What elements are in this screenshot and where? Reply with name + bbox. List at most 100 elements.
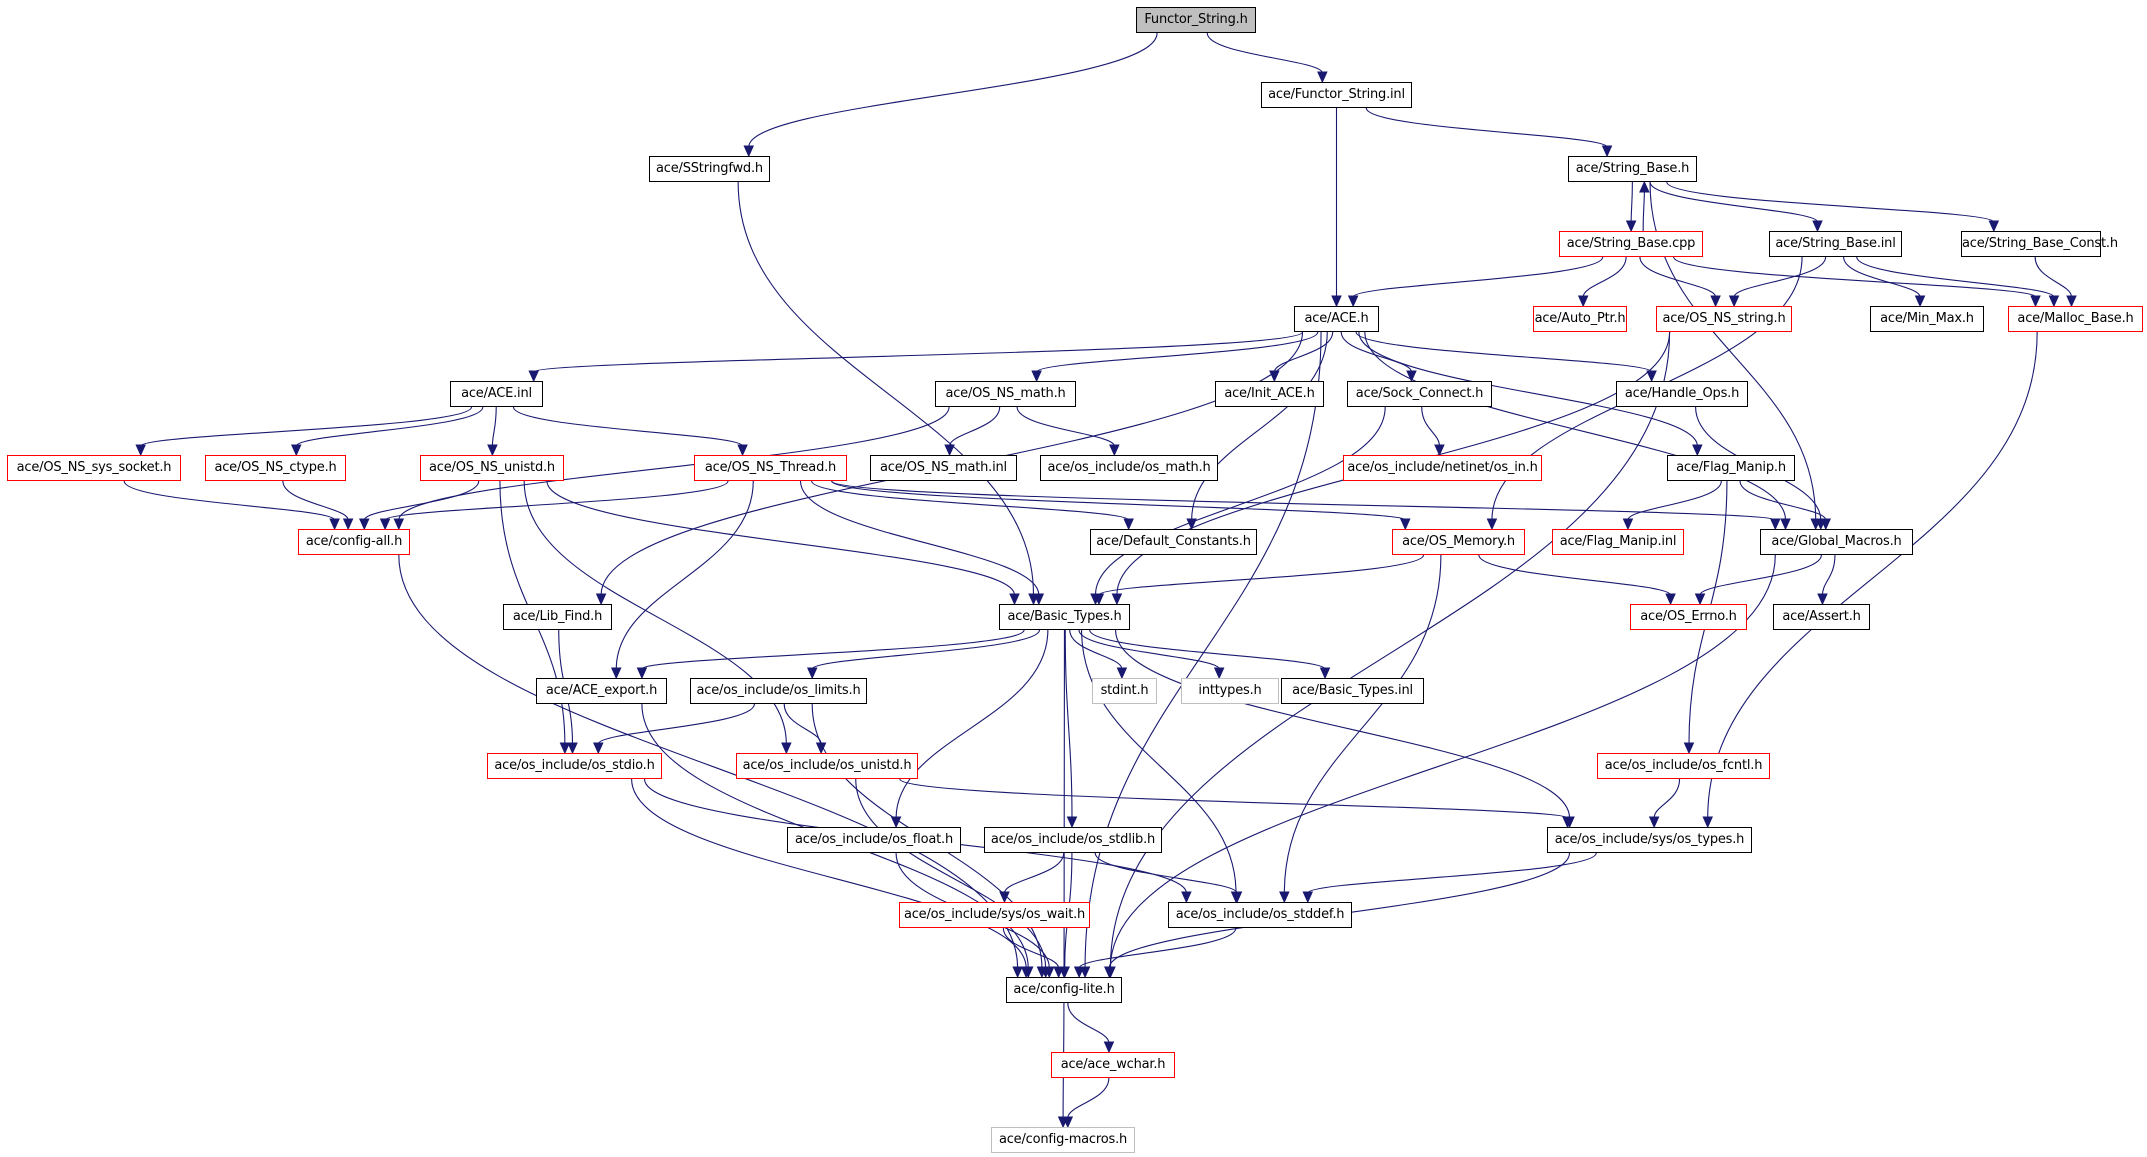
edge-n21-n32 [799, 480, 1040, 596]
node-os-include-os-stdlib-h[interactable]: ace/os_include/os_stdlib.h [984, 827, 1162, 853]
node-os-ns-unistd-h[interactable]: ace/OS_NS_unistd.h [420, 455, 564, 481]
arrowhead-icon [1601, 145, 1613, 158]
node-os-include-os-float-h[interactable]: ace/os_include/os_float.h [787, 827, 961, 853]
node-os-ns-math-h[interactable]: ace/OS_NS_math.h [935, 381, 1076, 407]
edge-n32-n39 [1089, 629, 1326, 670]
node-os-ns-string-h[interactable]: ace/OS_NS_string.h [1656, 306, 1792, 332]
node-string-base-h[interactable]: ace/String_Base.h [1568, 156, 1697, 182]
edge-n6-n11 [1843, 256, 1921, 298]
node-functor-string-h: Functor_String.h [1136, 7, 1256, 33]
node-os-errno-h[interactable]: ace/OS_Errno.h [1630, 604, 1747, 630]
node-os-memory-h[interactable]: ace/OS_Memory.h [1392, 529, 1525, 555]
node-os-include-netinet-os-in-h[interactable]: ace/os_include/netinet/os_in.h [1343, 455, 1542, 481]
node-os-include-os-limits-h[interactable]: ace/os_include/os_limits.h [690, 678, 867, 704]
edge-n5-n9 [1582, 256, 1627, 298]
node-config-lite-h[interactable]: ace/config-lite.h [1006, 977, 1122, 1003]
node-stdint-h: stdint.h [1092, 678, 1157, 704]
edge-n18-n26 [123, 480, 336, 521]
node-os-ns-math-inl[interactable]: ace/OS_NS_math.inl [870, 455, 1017, 481]
node-os-include-os-fcntl-h[interactable]: ace/os_include/os_fcntl.h [1597, 753, 1770, 779]
node-string-base-const-h[interactable]: ace/String_Base_Const.h [1961, 231, 2118, 257]
node-ace-h[interactable]: ace/ACE.h [1294, 306, 1379, 332]
arrowhead-icon [1710, 295, 1721, 308]
edge-n26-n48 [398, 554, 1019, 969]
arrowhead-icon [743, 145, 755, 158]
edge-n2-n4 [1365, 107, 1608, 148]
node-os-include-os-unistd-h[interactable]: ace/os_include/os_unistd.h [736, 753, 918, 779]
edge-n44-n46 [1003, 852, 1065, 894]
node-functor-string-inl[interactable]: ace/Functor_String.inl [1261, 82, 1412, 108]
node-malloc-base-h[interactable]: ace/Malloc_Base.h [2008, 306, 2143, 332]
arrowhead-icon [567, 742, 578, 755]
node-os-ns-ctype-h[interactable]: ace/OS_NS_ctype.h [205, 455, 346, 481]
arrowhead-icon [1347, 295, 1359, 308]
node-flag-manip-h[interactable]: ace/Flag_Manip.h [1667, 455, 1795, 481]
arrowhead-icon [1109, 444, 1120, 457]
arrowhead-icon [559, 742, 571, 755]
node-global-macros-h[interactable]: ace/Global_Macros.h [1760, 529, 1913, 555]
edge-n8-n30 [1364, 331, 1787, 521]
node-string-base-inl[interactable]: ace/String_Base.inl [1769, 231, 1902, 257]
node-basic-types-inl[interactable]: ace/Basic_Types.inl [1281, 678, 1424, 704]
arrowhead-icon [1012, 966, 1023, 979]
arrowhead-icon [1812, 220, 1823, 233]
node-ace-inl[interactable]: ace/ACE.inl [450, 381, 543, 407]
arrowhead-icon [329, 518, 340, 531]
node-handle-ops-h[interactable]: ace/Handle_Ops.h [1616, 381, 1748, 407]
arrowhead-icon [1694, 593, 1706, 606]
node-auto-ptr-h[interactable]: ace/Auto_Ptr.h [1533, 306, 1627, 332]
edge-n13-n18 [140, 406, 473, 447]
arrowhead-icon [1625, 220, 1637, 233]
edge-n8-n13 [533, 331, 1304, 373]
arrowhead-icon [1562, 816, 1573, 829]
node-os-include-os-math-h[interactable]: ace/os_include/os_math.h [1040, 455, 1218, 481]
node-os-include-os-stddef-h[interactable]: ace/os_include/os_stddef.h [1168, 902, 1352, 928]
edge-n1-n3 [748, 32, 1158, 148]
edge-n4-n6 [1649, 181, 1819, 223]
edge-n46-n48 [1002, 927, 1060, 969]
edge-n30-n33 [1699, 554, 1822, 596]
node-sock-connect-h[interactable]: ace/Sock_Connect.h [1347, 381, 1492, 407]
arrowhead-icon [1116, 667, 1128, 680]
arrowhead-icon [593, 742, 604, 755]
node-default-constants-h[interactable]: ace/Default_Constants.h [1090, 529, 1257, 555]
edge-n25-n30 [1739, 480, 1827, 521]
arrowhead-icon [1728, 295, 1740, 308]
arrowhead-icon [1648, 816, 1660, 829]
node-assert-h[interactable]: ace/Assert.h [1773, 604, 1870, 630]
edge-n5-n10 [1639, 256, 1717, 298]
edge-n5-n8 [1352, 256, 1604, 298]
edge-n8-n25 [1358, 331, 1698, 447]
arrowhead-icon [1073, 966, 1085, 979]
arrowhead-icon [1302, 891, 1314, 904]
arrowhead-icon [393, 518, 405, 531]
node-flag-manip-inl[interactable]: ace/Flag_Manip.inl [1552, 529, 1684, 555]
node-ace-wchar-h[interactable]: ace/ace_wchar.h [1051, 1052, 1175, 1078]
node-os-include-sys-os-wait-h[interactable]: ace/os_include/sys/os_wait.h [899, 902, 1090, 928]
node-init-ace-h[interactable]: ace/Init_ACE.h [1215, 381, 1324, 407]
arrowhead-icon [1486, 518, 1498, 531]
node-os-include-sys-os-types-h[interactable]: ace/os_include/sys/os_types.h [1547, 827, 1752, 853]
node-os-include-os-stdio-h[interactable]: ace/os_include/os_stdio.h [487, 753, 662, 779]
arrowhead-icon [1692, 444, 1703, 457]
edge-n36-n41 [783, 703, 822, 745]
arrowhead-icon [359, 518, 370, 531]
edges-layer [123, 32, 2077, 1129]
edge-n8-n27 [1191, 331, 1328, 521]
node-min-max-h[interactable]: ace/Min_Max.h [1870, 306, 1984, 332]
edge-n14-n22 [949, 406, 1001, 447]
arrowhead-icon [1093, 593, 1105, 606]
node-lib-find-h[interactable]: ace/Lib_Find.h [503, 604, 612, 630]
arrowhead-icon [2048, 295, 2060, 308]
node-basic-types-h[interactable]: ace/Basic_Types.h [999, 604, 1130, 630]
edge-n8-n17 [1355, 331, 1653, 373]
node-config-all-h[interactable]: ace/config-all.h [298, 529, 410, 555]
node-string-base-cpp[interactable]: ace/String_Base.cpp [1559, 231, 1703, 257]
node-ace-export-h[interactable]: ace/ACE_export.h [536, 678, 667, 704]
node-os-ns-sys-socket-h[interactable]: ace/OS_NS_sys_socket.h [7, 455, 181, 481]
arrowhead-icon [528, 370, 539, 383]
node-os-ns-thread-h[interactable]: ace/OS_NS_Thread.h [694, 455, 847, 481]
edge-n48-n49 [1067, 1002, 1110, 1044]
node-sstringfwd-h[interactable]: ace/SStringfwd.h [649, 156, 770, 182]
edge-n20-n32 [546, 480, 1016, 596]
